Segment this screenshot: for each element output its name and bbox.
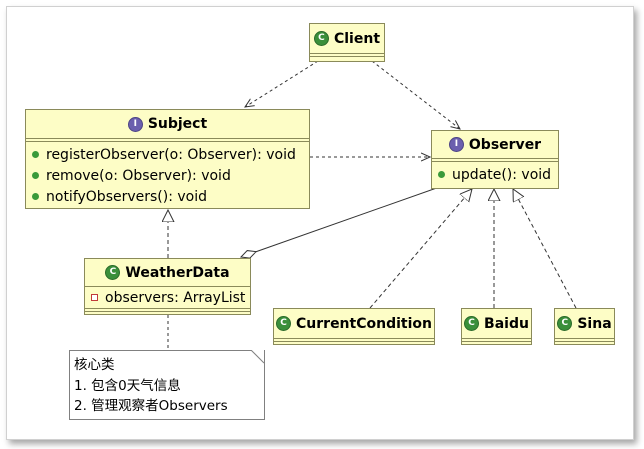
baidu-class[interactable]: C Baidu — [461, 308, 532, 345]
observer-interface-header: I Observer — [432, 131, 558, 158]
note-line: 2. 管理观察者Observers — [74, 398, 228, 414]
note-line: 核心类 — [74, 357, 115, 373]
sina-realizes-observer — [513, 189, 577, 309]
class-name: CurrentCondition — [296, 315, 432, 332]
sina-class-header: C Sina — [555, 309, 614, 338]
class-divider — [85, 308, 250, 312]
method-row: update(): void — [432, 164, 558, 185]
weatherdata-class[interactable]: C WeatherData observers: ArrayList — [84, 258, 251, 315]
class-name: WeatherData — [125, 264, 230, 281]
interface-name: Observer — [468, 136, 542, 153]
class-name: Baidu — [484, 315, 529, 332]
weatherdata-observer-aggregation — [241, 183, 449, 257]
method-row: remove(o: Observer): void — [26, 165, 309, 186]
interface-icon: I — [127, 116, 143, 132]
private-field-icon — [91, 294, 98, 301]
class-icon: C — [464, 316, 480, 331]
public-method-icon — [32, 172, 39, 179]
class-name: Sina — [577, 315, 612, 332]
class-divider — [555, 338, 614, 342]
interface-name: Subject — [147, 116, 208, 132]
field-signature: observers: ArrayList — [105, 289, 246, 306]
public-method-icon — [32, 151, 39, 158]
class-name: Client — [333, 30, 381, 47]
method-signature: remove(o: Observer): void — [46, 167, 231, 184]
currentcondition-class-header: C CurrentCondition — [274, 309, 434, 338]
class-icon: C — [105, 265, 121, 280]
interface-divider — [432, 158, 558, 162]
class-icon: C — [313, 31, 329, 46]
note-line: 1. 包含0天气信息 — [74, 377, 181, 394]
method-signature: update(): void — [452, 166, 552, 183]
interface-icon: I — [448, 137, 464, 152]
currentcondition-realizes-observer — [369, 189, 472, 309]
subject-interface-header: I Subject — [26, 110, 309, 138]
currentcondition-class[interactable]: C CurrentCondition — [273, 308, 435, 345]
class-icon: C — [276, 316, 292, 331]
class-divider — [85, 286, 250, 287]
weatherdata-class-header: C WeatherData — [85, 259, 250, 286]
baidu-class-header: C Baidu — [462, 309, 531, 338]
method-signature: registerObserver(o: Observer): void — [46, 146, 296, 163]
method-signature: notifyObservers(): void — [46, 188, 208, 205]
method-row: registerObserver(o: Observer): void — [26, 144, 309, 165]
class-icon: C — [557, 316, 573, 331]
method-row: notifyObservers(): void — [26, 186, 309, 207]
client-subject-dependency — [245, 60, 319, 107]
note-fold-corner — [251, 350, 265, 364]
note-box[interactable]: 核心类 1. 包含0天气信息 2. 管理观察者Observers — [69, 350, 265, 420]
interface-divider — [26, 138, 309, 142]
class-divider — [274, 338, 434, 342]
sina-class[interactable]: C Sina — [554, 308, 615, 345]
client-class[interactable]: C Client — [309, 23, 385, 62]
observer-interface[interactable]: I Observer update(): void — [431, 130, 559, 189]
field-row: observers: ArrayList — [85, 287, 250, 308]
class-divider — [462, 338, 531, 342]
class-divider — [310, 53, 384, 57]
client-class-header: C Client — [310, 24, 384, 53]
public-method-icon — [32, 193, 39, 200]
subject-interface[interactable]: I Subject registerObserver(o: Observer):… — [25, 109, 310, 209]
public-method-icon — [438, 171, 445, 178]
client-observer-dependency — [371, 60, 460, 129]
